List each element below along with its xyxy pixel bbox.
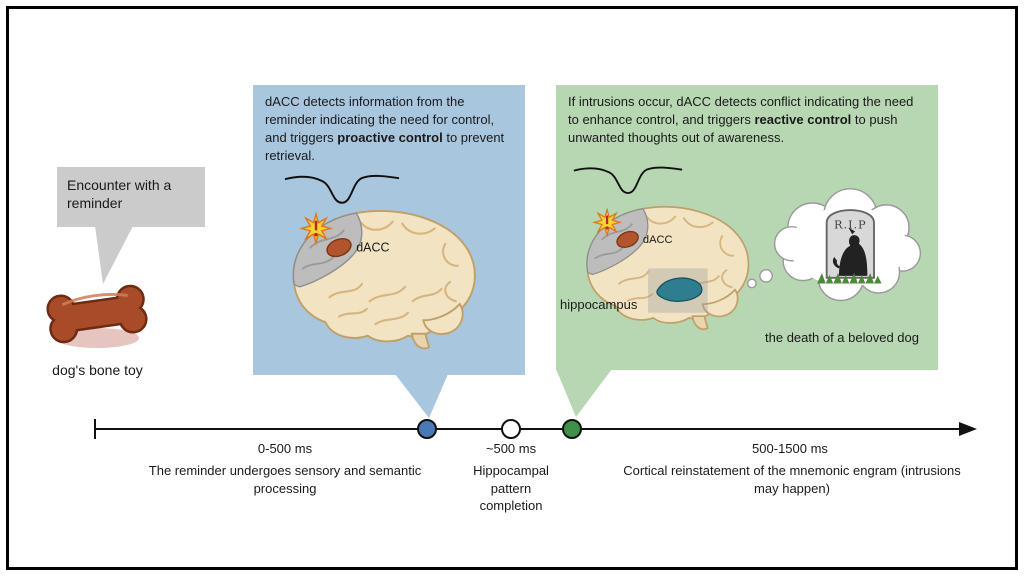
proactive-description: dACC detects information from the remind…: [265, 94, 505, 163]
phase1-time: 0-500 ms: [257, 441, 313, 456]
erp-waveform-icon: [284, 174, 400, 204]
brainstem: [410, 332, 431, 350]
reactive-control-panel: If intrusions occur, dACC detects confli…: [556, 85, 938, 370]
dacc-label: dACC: [356, 240, 389, 254]
dog-silhouette-icon: [832, 227, 868, 276]
tombstone-text: R.I.P: [834, 218, 867, 232]
gray-region-gyri: [301, 229, 345, 270]
alert-starburst-icon: [591, 207, 623, 238]
dacc-label: dACC: [643, 234, 673, 246]
hippocampus-label: hippocampus: [560, 297, 638, 312]
hippocampus-region: [656, 277, 703, 302]
thought-trail-dot: [746, 278, 757, 289]
phase3-description: Cortical reinstatement of the mnemonic e…: [623, 463, 961, 496]
alert-starburst-icon: [298, 211, 334, 246]
thought-caption: the death of a beloved dog: [765, 330, 919, 345]
brainstem: [691, 315, 709, 330]
bone-toy-icon: [46, 284, 148, 348]
phase3-time: 500-1500 ms: [752, 441, 828, 456]
timeline-axis: [94, 419, 977, 439]
cerebellum: [422, 302, 464, 335]
reminder-speech-bubble: Encounter with a reminder: [57, 167, 205, 227]
speech-bubble-tail: [95, 226, 133, 284]
reactive-description: If intrusions occur, dACC detects confli…: [568, 94, 914, 145]
timeline-dot-pattern-completion: [501, 419, 521, 439]
erp-waveform-icon: [573, 166, 683, 194]
bone-highlight: [61, 292, 128, 307]
proactive-panel-pointer: [395, 374, 448, 418]
thought-bubble: R.I.P: [746, 188, 922, 302]
phase1-description: The reminder undergoes sensory and seman…: [148, 463, 422, 496]
gray-region-gyri: [594, 223, 633, 260]
reminder-bubble-text: Encounter with a reminder: [67, 177, 172, 212]
brain-illustration-proactive: dACC: [292, 210, 476, 350]
brain-illustration-reactive: dACC: [586, 206, 750, 330]
timeline-arrowhead: [959, 422, 977, 436]
timeline-dot-reinstatement: [562, 419, 582, 439]
grass-icon: [817, 273, 882, 284]
brain-gyri: [328, 220, 459, 326]
timeline-dot-proactive: [417, 419, 437, 439]
phase2-description: Hippocampal pattern completion: [473, 463, 549, 514]
phase2-time: ~500 ms: [485, 441, 537, 456]
reactive-panel-pointer: [556, 369, 612, 417]
dacc-region: [616, 230, 639, 248]
proactive-control-panel: dACC detects information from the remind…: [253, 85, 525, 375]
cerebellum: [701, 288, 739, 318]
dacc-region: [326, 237, 352, 258]
thought-trail-dot: [759, 269, 773, 283]
bone-toy-label: dog's bone toy: [52, 362, 143, 378]
